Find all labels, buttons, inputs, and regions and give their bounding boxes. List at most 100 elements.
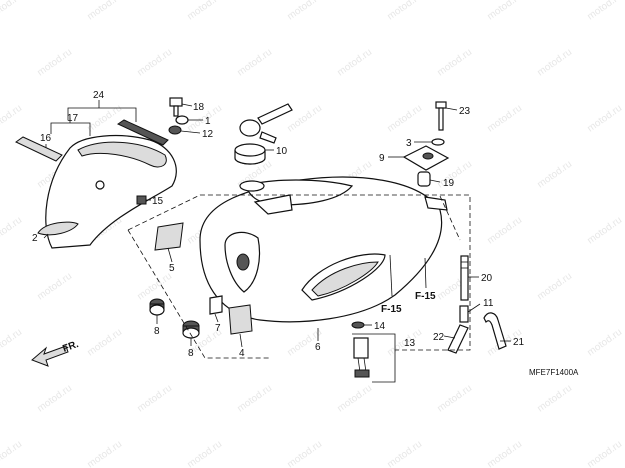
part-number-18: 18 <box>193 102 205 113</box>
part-number-10: 10 <box>276 146 288 157</box>
emblem-strip-part <box>15 136 63 162</box>
part-number-11: 11 <box>483 298 494 309</box>
watermark-text: motod.ru <box>185 439 224 468</box>
part-number-20: 20 <box>481 273 493 284</box>
watermark-text: motod.ru <box>535 383 574 415</box>
fuel-tank-part <box>199 176 448 323</box>
decal-5-part <box>154 222 184 251</box>
rubber-mount-8a-part <box>149 298 165 316</box>
part-number-8b: 8 <box>188 348 194 359</box>
reference-label-f15-a: F-15 <box>381 304 402 315</box>
watermark-text: motod.ru <box>0 0 24 22</box>
watermark-text: motod.ru <box>585 0 624 22</box>
leader-lines <box>43 100 511 383</box>
watermark-text: motod.ru <box>85 327 124 359</box>
watermark-text: motod.ru <box>335 47 374 79</box>
bolt-23-part <box>435 101 447 131</box>
mount-bracket-part <box>402 145 450 171</box>
badge-part <box>37 221 79 236</box>
bolt-18-part <box>169 97 183 117</box>
watermark-text: motod.ru <box>35 47 74 79</box>
watermark-text: motod.ru <box>535 47 574 79</box>
watermark-text: motod.ru <box>535 271 574 303</box>
watermark-text: motod.ru <box>485 103 524 135</box>
label-4-part <box>228 304 253 335</box>
part-number-21: 21 <box>513 337 525 348</box>
part-number-7: 7 <box>215 323 221 334</box>
watermark-text: motod.ru <box>585 215 624 247</box>
hose-21-part <box>483 312 507 350</box>
collar-12-part <box>168 125 182 135</box>
watermark-text: motod.ru <box>385 439 424 468</box>
washer-3-part <box>431 138 445 146</box>
watermark-text: motod.ru <box>35 271 74 303</box>
tank-cover-part <box>45 135 177 249</box>
part-number-22: 22 <box>433 332 445 343</box>
part-number-5: 5 <box>169 263 175 274</box>
hose-22-part <box>447 324 469 354</box>
watermark-text: motod.ru <box>0 439 24 468</box>
watermark-text: motod.ru <box>435 159 474 191</box>
part-number-1: 1 <box>205 116 211 127</box>
part-number-15: 15 <box>152 196 164 207</box>
part-number-16: 16 <box>40 133 52 144</box>
watermark-text: motod.ru <box>85 439 124 468</box>
watermark-text: motod.ru <box>485 439 524 468</box>
part-number-9: 9 <box>379 153 385 164</box>
front-arrow-label: FR. <box>61 339 80 355</box>
watermark-text: motod.ru <box>85 103 124 135</box>
part-number-4: 4 <box>239 348 245 359</box>
part-number-19: 19 <box>443 178 455 189</box>
nut-15-part <box>136 195 147 205</box>
watermark-text: motod.ru <box>385 103 424 135</box>
part-number-labels: 24 17 16 18 1 12 15 2 10 23 3 9 19 5 7 4… <box>32 90 579 377</box>
watermark-text: motod.ru <box>435 383 474 415</box>
part-number-8a: 8 <box>154 326 160 337</box>
fuel-sensor-part <box>351 321 370 378</box>
hose-20-part <box>460 255 469 301</box>
label-7-part <box>209 295 223 315</box>
watermark-text: motod.ru <box>285 439 324 468</box>
watermark-text: motod.ru <box>135 271 174 303</box>
watermark-text: motod.ru <box>585 327 624 359</box>
watermark-text: motod.ru <box>135 47 174 79</box>
fitting-11-part <box>459 305 469 323</box>
part-number-13: 13 <box>404 338 416 349</box>
watermark-text: motod.ru <box>235 383 274 415</box>
watermark-text: motod.ru <box>135 383 174 415</box>
part-number-3: 3 <box>406 138 412 149</box>
part-number-12: 12 <box>202 129 214 140</box>
watermark-text: motod.ru <box>0 327 24 359</box>
part-number-23: 23 <box>459 106 471 117</box>
assembly-outline <box>127 194 471 359</box>
grommet-1-part <box>175 115 189 125</box>
part-number-24: 24 <box>93 90 105 101</box>
watermark-text: motod.ru <box>285 0 324 22</box>
watermark-text: motod.ru <box>485 215 524 247</box>
front-arrow-icon <box>31 345 69 367</box>
collar-19-part <box>417 171 431 187</box>
rubber-mount-8b-part <box>182 320 200 339</box>
watermark-text: motod.ru <box>0 215 24 247</box>
rubber-strip-part <box>116 119 169 146</box>
watermark-text: motod.ru <box>335 383 374 415</box>
watermark-text: motod.ru <box>285 103 324 135</box>
part-number-14: 14 <box>374 321 386 332</box>
watermark-text: motod.ru <box>0 103 24 135</box>
part-number-17: 17 <box>67 113 79 124</box>
diagram-code: MFE7F1400A <box>529 368 579 377</box>
part-number-2: 2 <box>32 233 38 244</box>
watermark-text: motod.ru <box>585 103 624 135</box>
watermark-text: motod.ru <box>85 0 124 22</box>
reference-label-f15-b: F-15 <box>415 291 436 302</box>
watermark-text: motod.ru <box>235 47 274 79</box>
watermark-text: motod.ru <box>185 0 224 22</box>
watermark-text: motod.ru <box>435 47 474 79</box>
watermark-text: motod.ru <box>535 159 574 191</box>
watermark-text: motod.ru <box>35 383 74 415</box>
watermark-text: motod.ru <box>385 0 424 22</box>
fuel-cap-part <box>234 103 293 165</box>
watermark-text: motod.ru <box>585 439 624 468</box>
part-number-6: 6 <box>315 342 321 353</box>
